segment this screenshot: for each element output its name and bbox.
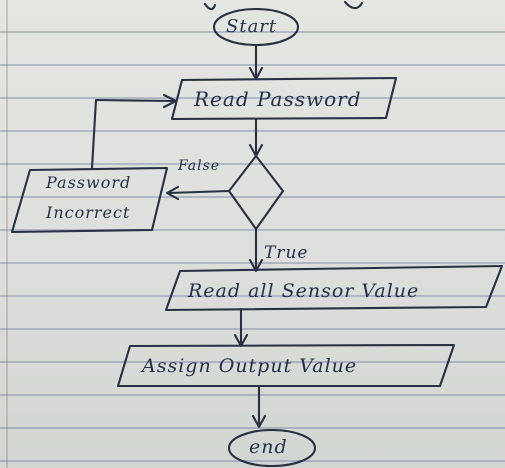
page-margin-line — [6, 0, 8, 468]
arrow-loop-back-head — [162, 93, 178, 109]
top-scribble — [203, 2, 217, 11]
password-incorrect-label-line1: Password — [46, 173, 132, 192]
read-sensor-label: Read all Sensor Value — [188, 280, 420, 302]
read-sensor-box — [164, 264, 504, 312]
assign-output-box — [116, 343, 456, 388]
password-incorrect-box — [10, 166, 169, 234]
true-branch-label: True — [264, 243, 309, 263]
end-terminator — [227, 428, 317, 468]
arrow-false-branch — [166, 189, 231, 195]
arrow-true-branch-head — [248, 258, 264, 273]
read-password-box — [170, 76, 398, 121]
top-scribble-2 — [343, 0, 364, 10]
false-branch-label: False — [178, 158, 221, 174]
read-password-label: Read Password — [194, 87, 362, 111]
end-label: end — [249, 436, 288, 458]
arrow-loop-back — [90, 98, 177, 170]
arrow-assign-to-end-head — [251, 414, 267, 429]
start-label: Start — [226, 16, 278, 37]
arrow-false-branch-head — [165, 185, 180, 201]
assign-output-label: Assign Output Value — [142, 355, 358, 377]
password-incorrect-label-line2: Incorrect — [46, 203, 131, 222]
decision-diamond — [227, 154, 285, 231]
